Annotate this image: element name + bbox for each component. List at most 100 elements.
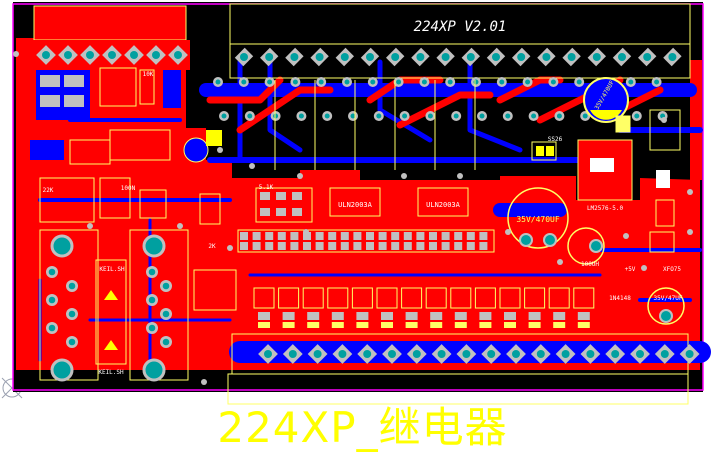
- relay-led: [479, 322, 492, 328]
- via: [249, 163, 255, 169]
- bottom-pad-hole: [388, 350, 396, 358]
- pin: [391, 232, 400, 240]
- relay-resistor: [454, 312, 467, 320]
- terminal-pad-hole: [174, 51, 182, 59]
- relay-part: [278, 287, 300, 309]
- jack-left: [39, 229, 127, 382]
- via: [687, 229, 693, 235]
- via: [87, 223, 93, 229]
- header-pad-row3-hole: [634, 113, 640, 119]
- relay-led: [356, 322, 369, 328]
- terminal-pad-hole: [64, 51, 72, 59]
- relay-part: [425, 287, 447, 309]
- pin: [353, 242, 362, 250]
- via: [641, 265, 647, 271]
- silk-lines: [274, 80, 476, 170]
- pin: [290, 242, 299, 250]
- jack-pad-hole: [162, 310, 170, 318]
- xfo-label: XFO75: [663, 266, 681, 273]
- pin: [328, 232, 337, 240]
- diode-ss26: [531, 141, 557, 161]
- relay-resistor: [331, 312, 344, 320]
- header-pad-row3-hole: [247, 113, 253, 119]
- relay-part: [376, 287, 398, 309]
- inductor-label: 100UH: [581, 261, 599, 268]
- pin: [277, 242, 286, 250]
- header-pad-hole: [441, 53, 450, 61]
- header-pad-hole: [240, 53, 248, 61]
- pin-header-outline: [237, 229, 495, 253]
- header-pad-row3-hole: [402, 113, 408, 119]
- relay-part: [253, 287, 275, 309]
- pin: [315, 232, 324, 240]
- header-pad-hole: [567, 53, 576, 61]
- terminal-pad-hole: [86, 51, 94, 59]
- relay-part: [474, 287, 496, 309]
- header-pad-hole: [366, 53, 374, 61]
- relay-driver-row: [253, 287, 595, 328]
- header-pads: [213, 47, 682, 121]
- pin: [340, 232, 349, 240]
- header-pad-hole: [492, 53, 500, 61]
- header-pad-row2-hole: [525, 79, 531, 85]
- header-pad-row2-hole: [421, 79, 427, 85]
- relay-led: [528, 322, 541, 328]
- header-pad-hole: [517, 53, 526, 61]
- via: [505, 229, 511, 235]
- jack-pad-hole: [148, 296, 156, 304]
- cap-470uf: [507, 187, 569, 249]
- relay-resistor: [577, 312, 590, 320]
- jack-pad-hole: [48, 324, 56, 332]
- relay-led: [331, 322, 344, 328]
- header-pad-hole: [290, 53, 299, 61]
- header-pad-row2-hole: [241, 79, 247, 85]
- header-pad-row2-hole: [628, 79, 634, 85]
- board-title: 224XP_继电器: [217, 403, 508, 452]
- header-pad-row3-hole: [582, 113, 588, 119]
- relay-part: [450, 287, 472, 309]
- uln-label-a: ULN2003A: [338, 201, 373, 209]
- header-pad-hole: [618, 53, 626, 61]
- bottom-terminal-pads: [258, 344, 700, 364]
- header-pad-row2-hole: [318, 79, 324, 85]
- pin: [366, 232, 374, 240]
- header-pad-row2-hole: [344, 79, 350, 85]
- relay-resistor: [282, 312, 295, 320]
- pin: [429, 232, 437, 240]
- jack-pad-hole: [48, 296, 56, 304]
- jack-pad-hole: [162, 282, 170, 290]
- left-terminal-block: [16, 5, 190, 218]
- header-pad-row2-hole: [473, 79, 479, 85]
- bottom-pad-hole: [611, 350, 620, 358]
- smd-cluster: [30, 67, 222, 225]
- relay-led: [381, 322, 393, 328]
- vias: [13, 51, 693, 385]
- pin: [403, 232, 412, 240]
- relay-part: [573, 287, 595, 309]
- via: [687, 189, 693, 195]
- jack-pads: [46, 266, 172, 348]
- via: [401, 173, 407, 179]
- cap-470-label: 35V/470UF: [516, 215, 560, 224]
- diode-1n4148-label: 1N4148: [609, 295, 631, 302]
- bottom-pad-hole: [512, 350, 520, 358]
- uln-label-b: ULN2003A: [426, 201, 461, 209]
- pin: [479, 232, 488, 240]
- jack-pad-hole: [68, 310, 76, 318]
- via: [297, 173, 303, 179]
- bottom-pad-hole: [487, 350, 496, 358]
- pin-header-2x20: [237, 229, 495, 253]
- pin: [403, 242, 412, 250]
- via: [13, 51, 19, 57]
- header-pad-row2-hole: [499, 79, 505, 85]
- header-pad-row2-hole: [550, 79, 556, 85]
- resistor-label-5k1: 5.1K: [259, 184, 274, 191]
- header-pad-hole: [643, 53, 652, 61]
- terminal-pad-hole: [108, 51, 116, 59]
- pin: [315, 242, 324, 250]
- pin: [466, 232, 475, 240]
- uln-chip-a: [329, 187, 381, 217]
- bottom-pad-hole: [586, 350, 595, 358]
- relay-led: [577, 322, 590, 328]
- relay-resistor: [258, 312, 270, 320]
